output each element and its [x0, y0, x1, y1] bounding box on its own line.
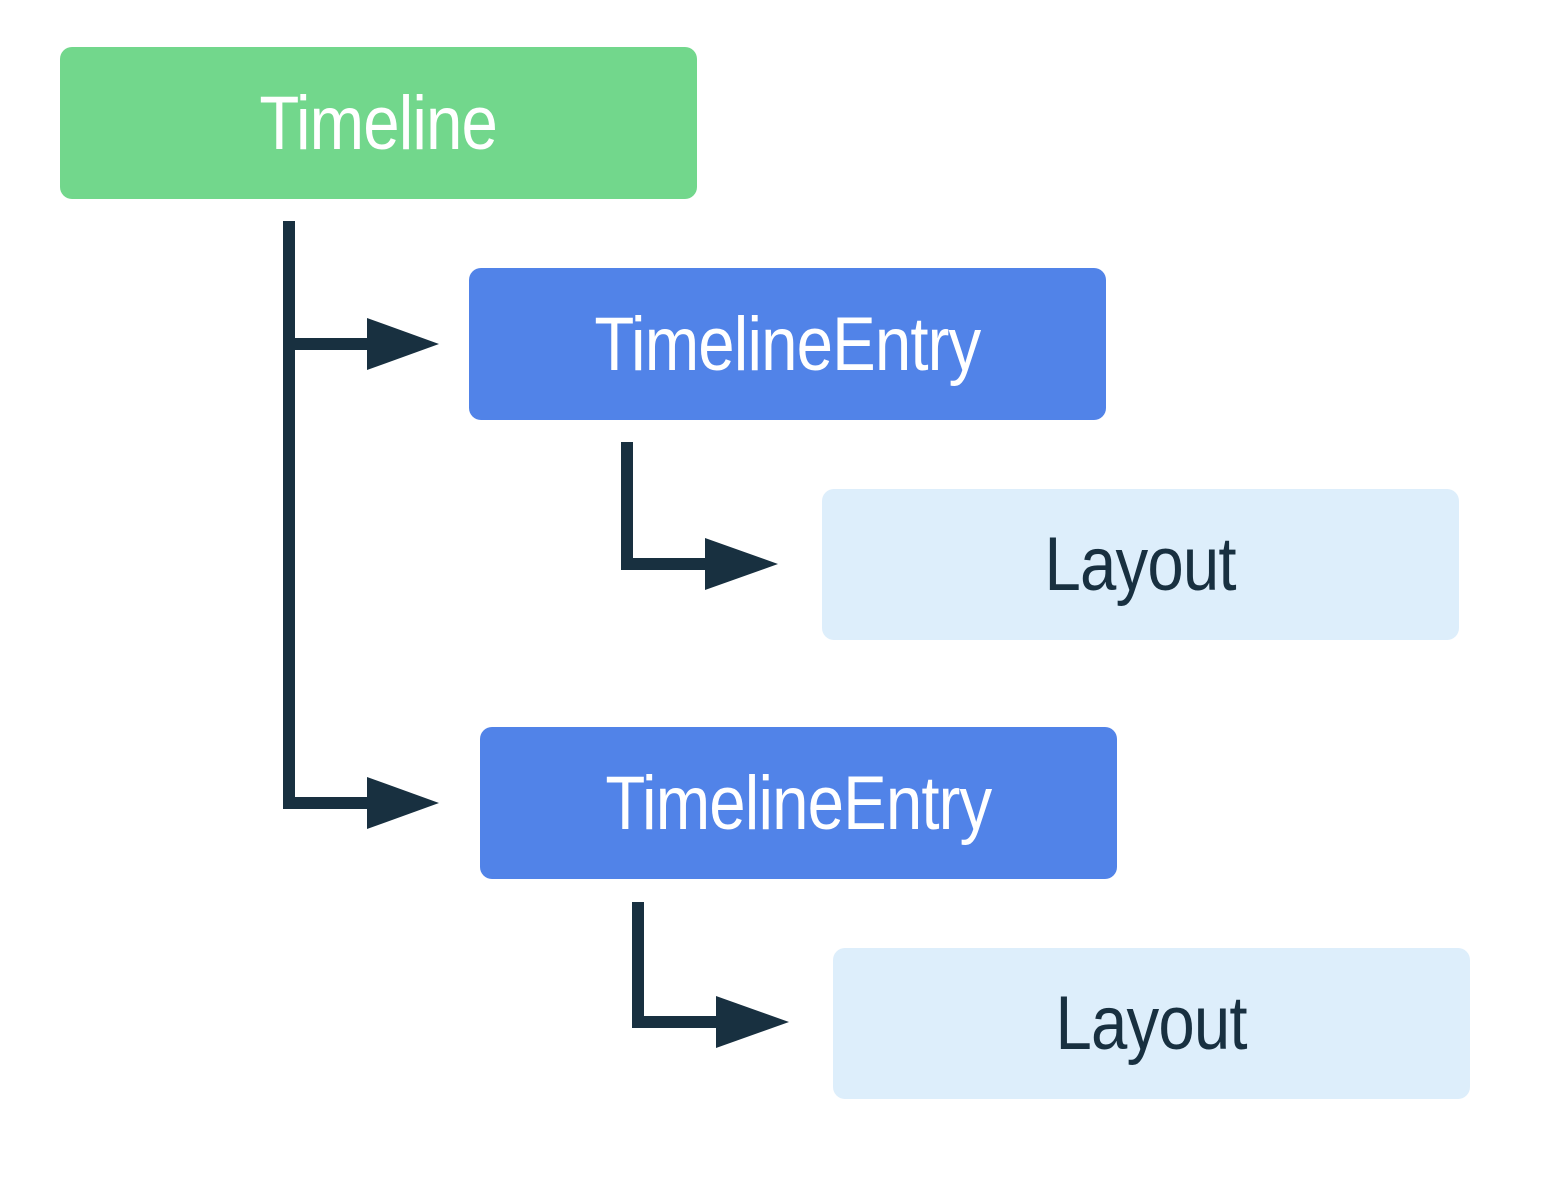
timeline-entry-node-2: TimelineEntry — [480, 727, 1117, 879]
entry-1-arrowhead — [705, 538, 778, 590]
layout-node-2-label: Layout — [1055, 981, 1248, 1066]
layout-node-1: Layout — [822, 489, 1459, 640]
timeline-node: Timeline — [60, 47, 697, 199]
layout-node-2: Layout — [833, 948, 1470, 1099]
timeline-entry-node-2-label: TimelineEntry — [605, 760, 993, 846]
timeline-entry-node-1: TimelineEntry — [469, 268, 1106, 420]
timeline-branch-2-arrowhead — [367, 777, 439, 829]
timeline-node-label: Timeline — [259, 80, 499, 166]
layout-node-1-label: Layout — [1044, 522, 1237, 607]
timeline-branch-1-arrowhead — [367, 318, 439, 370]
entry-2-connector — [632, 902, 789, 1048]
entry-2-arrowhead — [716, 996, 789, 1048]
timeline-connector — [283, 221, 439, 829]
entry-1-connector — [621, 442, 778, 590]
timeline-entry-node-1-label: TimelineEntry — [594, 301, 982, 387]
